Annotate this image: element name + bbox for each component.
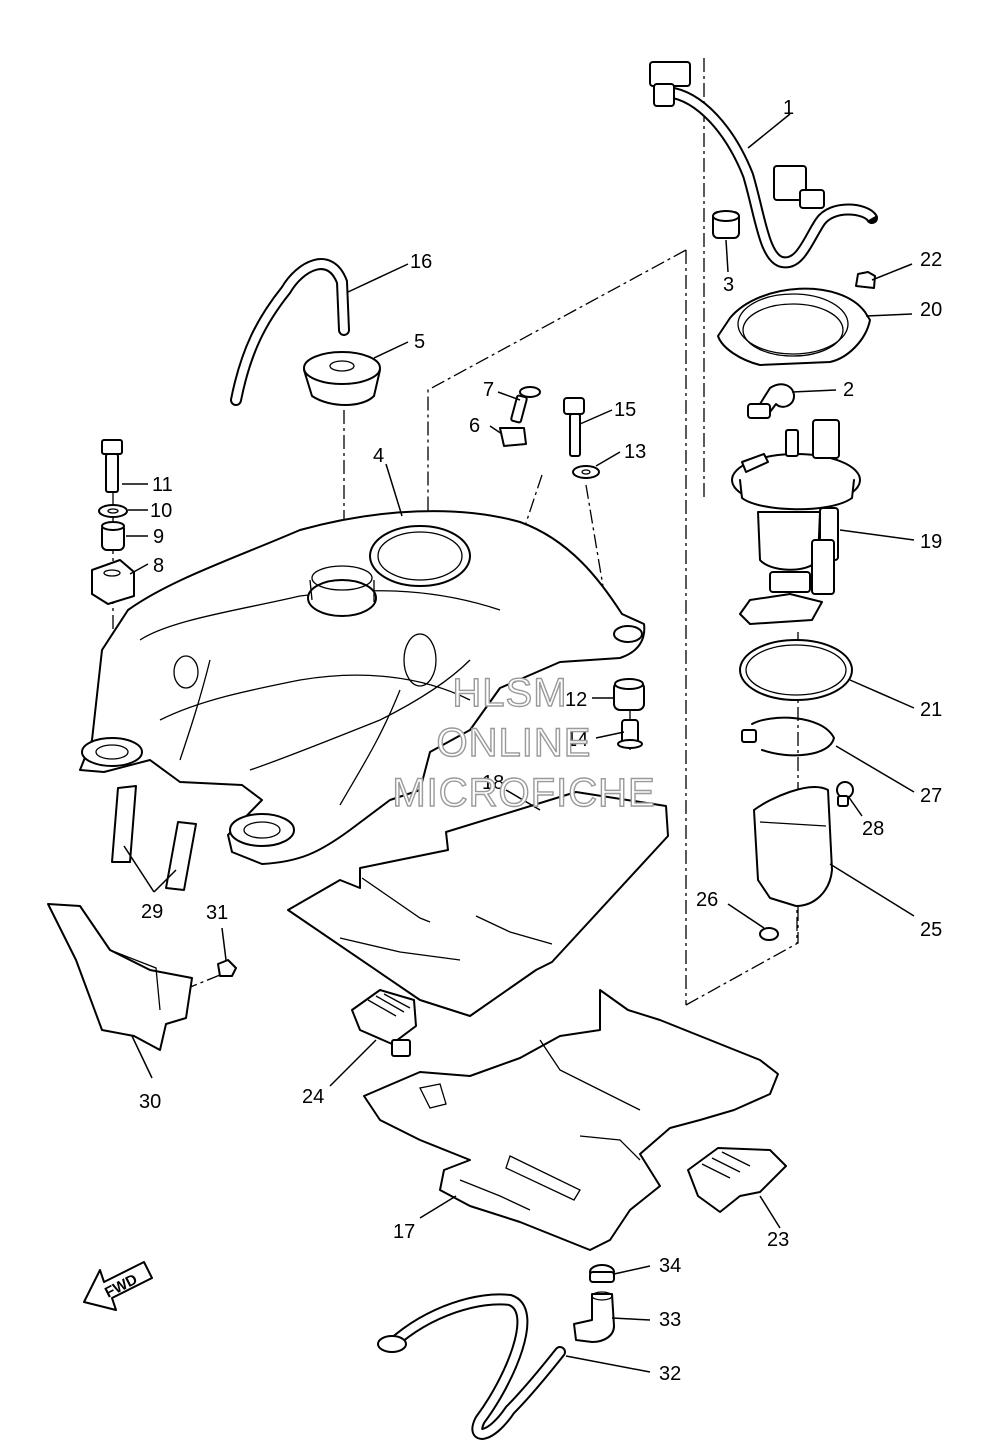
callout-23: 23 xyxy=(767,1229,789,1251)
callout-3: 3 xyxy=(723,274,734,296)
callout-17: 17 xyxy=(393,1221,415,1243)
callout-22: 22 xyxy=(920,249,942,271)
part-30-side-cover xyxy=(47,903,193,1051)
callout-14: 14 xyxy=(566,729,588,751)
part-18-insulator-sheet xyxy=(287,791,669,1017)
part-5-fuel-cap xyxy=(303,351,381,406)
part-2-hose-clip xyxy=(747,383,795,419)
part-25-cover xyxy=(753,786,833,907)
callout-labels: 1 2 3 4 5 6 7 8 9 10 11 12 13 14 15 16 1… xyxy=(139,97,942,1385)
part-33-elbow xyxy=(573,1291,615,1343)
callout-26: 26 xyxy=(696,889,718,911)
part-31-clip xyxy=(217,959,237,977)
part-32-drain-hose xyxy=(377,1293,566,1440)
part-11-bolt xyxy=(101,439,123,493)
callout-34: 34 xyxy=(659,1255,681,1277)
callout-25: 25 xyxy=(920,919,942,941)
callout-16: 16 xyxy=(410,251,432,273)
callout-10: 10 xyxy=(150,500,172,522)
part-17-under-tray xyxy=(363,989,779,1251)
callout-18: 18 xyxy=(482,772,504,794)
watermark-line-1: HLSM xyxy=(452,671,567,715)
callout-20: 20 xyxy=(920,299,942,321)
callout-33: 33 xyxy=(659,1309,681,1331)
part-23-relay xyxy=(687,1147,787,1213)
callout-5: 5 xyxy=(414,331,425,353)
part-3-grommet xyxy=(712,210,740,239)
part-4-fuel-tank xyxy=(79,510,646,865)
callout-7: 7 xyxy=(483,379,494,401)
callout-19: 19 xyxy=(920,531,942,553)
fwd-arrow-icon: FWD xyxy=(83,1261,153,1311)
callout-12: 12 xyxy=(565,689,587,711)
part-12-damper xyxy=(613,678,645,711)
part-13-washer xyxy=(572,465,600,479)
part-26-screw xyxy=(759,927,779,941)
callout-30: 30 xyxy=(139,1091,161,1113)
callout-1: 1 xyxy=(783,97,794,119)
part-24-relay xyxy=(351,989,417,1057)
watermark-line-3: MICROFICHE xyxy=(392,771,655,815)
callout-21: 21 xyxy=(920,699,942,721)
part-21-o-ring xyxy=(739,639,853,701)
callout-9: 9 xyxy=(153,526,164,548)
part-28-grommet xyxy=(836,781,854,807)
part-29-dampers xyxy=(111,785,197,891)
part-7-screw xyxy=(510,386,541,424)
callout-28: 28 xyxy=(862,818,884,840)
callout-32: 32 xyxy=(659,1363,681,1385)
callout-6: 6 xyxy=(469,415,480,437)
leader-lines xyxy=(122,113,915,1373)
part-22-nut xyxy=(855,271,876,289)
callout-4: 4 xyxy=(373,445,384,467)
callout-29: 29 xyxy=(141,901,163,923)
callout-2: 2 xyxy=(843,379,854,401)
callout-13: 13 xyxy=(624,441,646,463)
part-16-breather-hose xyxy=(230,258,350,406)
callout-31: 31 xyxy=(206,902,228,924)
part-1-wire-harness xyxy=(649,61,878,269)
callout-24: 24 xyxy=(302,1086,324,1108)
part-8-damper xyxy=(91,559,135,605)
callout-8: 8 xyxy=(153,555,164,577)
callout-27: 27 xyxy=(920,785,942,807)
part-19-fuel-pump xyxy=(731,419,861,625)
watermark: HLSM ONLINE MICROFICHE xyxy=(392,670,656,815)
watermark-line-2: ONLINE xyxy=(437,721,592,765)
part-34-grommet xyxy=(589,1264,615,1283)
part-27-band xyxy=(741,716,835,757)
part-14-collar xyxy=(617,719,643,749)
callout-11: 11 xyxy=(152,474,173,496)
part-9-collar xyxy=(101,521,125,551)
part-20-ring-plate xyxy=(717,287,871,366)
callout-15: 15 xyxy=(614,399,636,421)
part-15-bolt xyxy=(563,397,585,457)
part-6-nut xyxy=(499,427,527,447)
part-10-washer xyxy=(98,504,128,518)
